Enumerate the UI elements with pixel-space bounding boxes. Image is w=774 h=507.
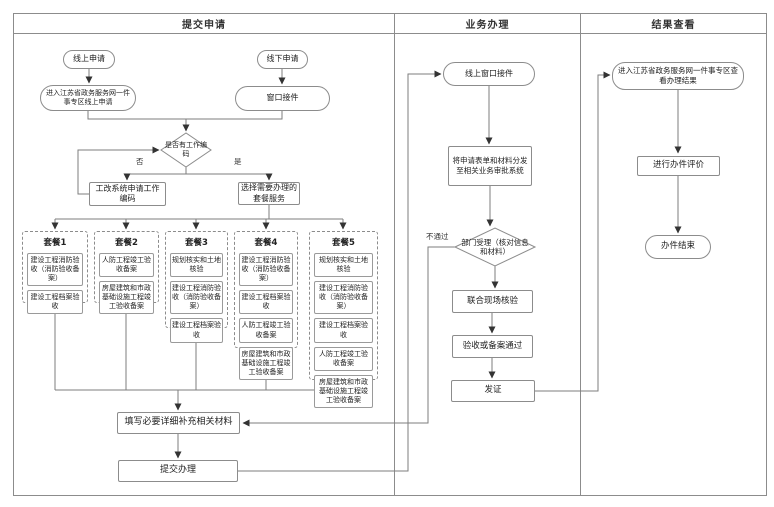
lane-header-business-processing: 业务办理 [394, 13, 581, 34]
lane-header-result-view: 结果查看 [580, 13, 767, 34]
package-5: 套餐5 规划核实和土地核验 建设工程消防验收（消防验收备案） 建设工程档案验收 … [309, 231, 378, 409]
edge-label-yes: 是 [234, 157, 242, 166]
decision-dept-review-label: 部门受理（核对信息和材料） [461, 237, 529, 256]
package-item: 规划核实和土地核验 [170, 253, 223, 278]
package-title: 套餐5 [332, 238, 355, 248]
package-1: 套餐1 建设工程消防验收（消防验收备案） 建设工程档案验收 [22, 231, 88, 315]
package-item: 房屋建筑和市政基础设施工程竣工验收备案 [314, 374, 373, 409]
node-process-end: 办件结束 [645, 235, 711, 259]
node-window-accept: 窗口接件 [235, 86, 330, 111]
lane-result-view [580, 13, 767, 496]
package-item: 房屋建筑和市政基础设施工程竣工验收备案 [99, 281, 154, 315]
package-item: 建设工程档案验收 [27, 290, 83, 315]
node-submit-processing: 提交办理 [118, 460, 238, 482]
package-item: 人防工程竣工验收备案 [314, 346, 373, 371]
lane-title: 业务办理 [465, 19, 510, 31]
node-offline-apply: 线下申请 [257, 50, 308, 69]
package-3: 套餐3 规划核实和土地核验 建设工程消防验收（消防验收备案） 建设工程档案验收 [165, 231, 228, 343]
package-2: 套餐2 人防工程竣工验收备案 房屋建筑和市政基础设施工程竣工验收备案 [94, 231, 159, 315]
package-item: 人防工程竣工验收备案 [239, 318, 293, 343]
package-item: 建设工程消防验收（消防验收备案） [170, 281, 223, 315]
package-item: 人防工程竣工验收备案 [99, 253, 154, 278]
node-joint-site-check: 联合现场核验 [452, 290, 533, 313]
package-item: 建设工程消防验收（消防验收备案） [314, 281, 373, 315]
node-issue-certificate: 发证 [451, 380, 535, 402]
lane1-edges [51, 68, 442, 472]
decision-has-work-code-shape [160, 132, 212, 168]
node-enter-portal-apply: 进入江苏省政务服务网一件事专区线上申请 [40, 85, 136, 111]
package-item: 建设工程档案验收 [239, 290, 293, 315]
node-acceptance-passed: 验收或备案通过 [452, 335, 533, 358]
package-item: 建设工程消防验收（消防验收备案） [27, 253, 83, 287]
node-online-apply: 线上申请 [63, 50, 115, 69]
package-item: 建设工程消防验收（消防验收备案） [239, 253, 293, 287]
package-item: 建设工程档案验收 [314, 318, 373, 343]
lane-title: 提交申请 [182, 19, 226, 31]
package-item: 房屋建筑和市政基础设施工程竣工验收备案 [239, 346, 293, 380]
node-apply-work-code: 工改系统申请工作编码 [89, 182, 166, 206]
node-online-window-accept: 线上窗口接件 [443, 62, 535, 86]
node-evaluate: 进行办件评价 [637, 156, 720, 176]
lane-title: 结果查看 [651, 19, 696, 31]
edge-label-fail: 不通过 [426, 232, 449, 241]
lane2-edges [242, 71, 611, 427]
package-title: 套餐2 [115, 238, 138, 248]
node-distribute-materials: 将申请表单和材料分发至相关业务审批系统 [448, 146, 532, 186]
package-title: 套餐1 [43, 238, 67, 248]
decision-dept-review-shape [453, 227, 537, 267]
package-4: 套餐4 建设工程消防验收（消防验收备案） 建设工程档案验收 人防工程竣工验收备案… [234, 231, 298, 380]
package-item: 规划核实和土地核验 [314, 253, 373, 278]
package-title: 套餐3 [185, 238, 208, 248]
lane-header-submit-application: 提交申请 [13, 13, 395, 34]
edge-label-no: 否 [136, 157, 144, 166]
node-fill-supplement-materials: 填写必要详细补充相关材料 [117, 412, 240, 434]
node-select-package: 选择需要办理的套餐服务 [238, 182, 300, 205]
package-item: 建设工程档案验收 [170, 318, 223, 343]
decision-has-work-code-label: 是否有工作编码 [165, 141, 207, 158]
package-title: 套餐4 [254, 238, 278, 248]
node-view-result-portal: 进入江苏省政务服务网一件事专区查看办理结果 [612, 62, 744, 90]
